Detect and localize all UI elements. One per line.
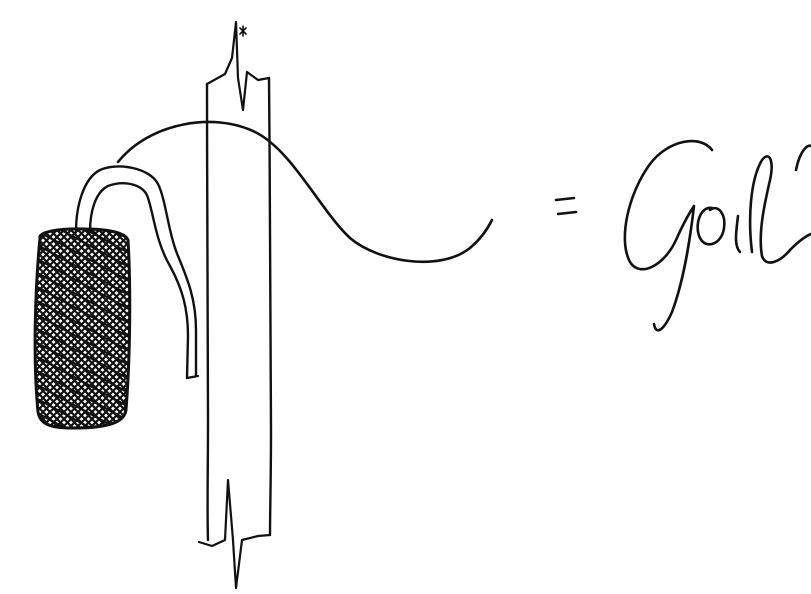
hatch-line — [30, 35, 140, 145]
hatch-line — [30, 437, 140, 497]
hatch-line — [30, 3, 140, 63]
hatch-line — [30, 21, 140, 131]
hatch-line — [30, 105, 140, 215]
hatch-line — [30, 7, 140, 117]
hatch-line — [30, 73, 140, 133]
hatch-line — [30, 469, 140, 579]
hatch-line — [30, 70, 140, 180]
hatch-line — [30, 105, 140, 215]
hatch-line — [30, 476, 140, 586]
hatch-line — [30, 98, 140, 208]
hatch-line — [30, 77, 140, 187]
hatch-line — [30, 84, 140, 194]
hatched-weight — [30, 0, 140, 586]
hatch-line — [30, 423, 140, 483]
top-break-mark — [207, 22, 269, 110]
hatch-line — [30, 17, 140, 77]
hatch-line — [30, 28, 140, 138]
hatch-line — [30, 427, 140, 537]
hatch-line — [30, 462, 140, 572]
hatch-line — [30, 59, 140, 119]
hatch-line — [30, 49, 140, 159]
hatch-line — [30, 427, 140, 537]
hatch-line — [30, 14, 140, 124]
hatch-line — [30, 420, 140, 530]
hatch-line — [30, 56, 140, 166]
hatch-line — [30, 434, 140, 544]
hatch-line — [30, 126, 140, 236]
hatch-line — [30, 413, 140, 523]
hatch-line — [30, 451, 140, 511]
hatch-line — [30, 7, 140, 117]
hatch-line — [30, 143, 140, 203]
hatch-line — [30, 476, 140, 586]
break-star — [240, 26, 246, 36]
hatch-line — [30, 406, 140, 516]
hatch-line — [30, 119, 140, 229]
hatch-line — [30, 45, 140, 105]
bottom-break-mark — [199, 480, 270, 588]
hatch-line — [30, 171, 140, 231]
hatch-line — [30, 42, 140, 152]
hatch-line — [30, 455, 140, 565]
hatch-line — [30, 42, 140, 152]
hatch-line — [30, 479, 140, 539]
hatch-line — [30, 129, 140, 189]
hatch-line — [30, 465, 140, 525]
hatch-line — [30, 101, 140, 161]
hatch-line — [30, 0, 140, 110]
hatch-line — [30, 28, 140, 138]
hatch-line — [30, 441, 140, 551]
hatch-line — [30, 462, 140, 572]
hatch-line — [30, 98, 140, 208]
hatch-line — [30, 87, 140, 147]
hatch-line — [30, 21, 140, 131]
hatch-line — [30, 70, 140, 180]
pole — [199, 22, 271, 588]
hatch-line — [30, 119, 140, 229]
hatch-line — [30, 448, 140, 558]
hatch-line — [30, 420, 140, 530]
hatch-line — [30, 49, 140, 159]
hatch-line — [30, 14, 140, 124]
hatch-line — [30, 448, 140, 558]
hatch-line — [30, 126, 140, 236]
hatch-line — [30, 434, 140, 544]
hatch-line — [30, 455, 140, 565]
hatch-line — [30, 441, 140, 551]
handwritten-caption — [556, 141, 811, 330]
hatch-line — [30, 84, 140, 194]
hatch-line — [30, 413, 140, 523]
hatch-line — [30, 0, 140, 110]
hatch-line — [30, 469, 140, 579]
hatch-line — [30, 77, 140, 187]
hatch-line — [30, 35, 140, 145]
hatch-line — [30, 56, 140, 166]
hatch-line — [30, 31, 140, 91]
